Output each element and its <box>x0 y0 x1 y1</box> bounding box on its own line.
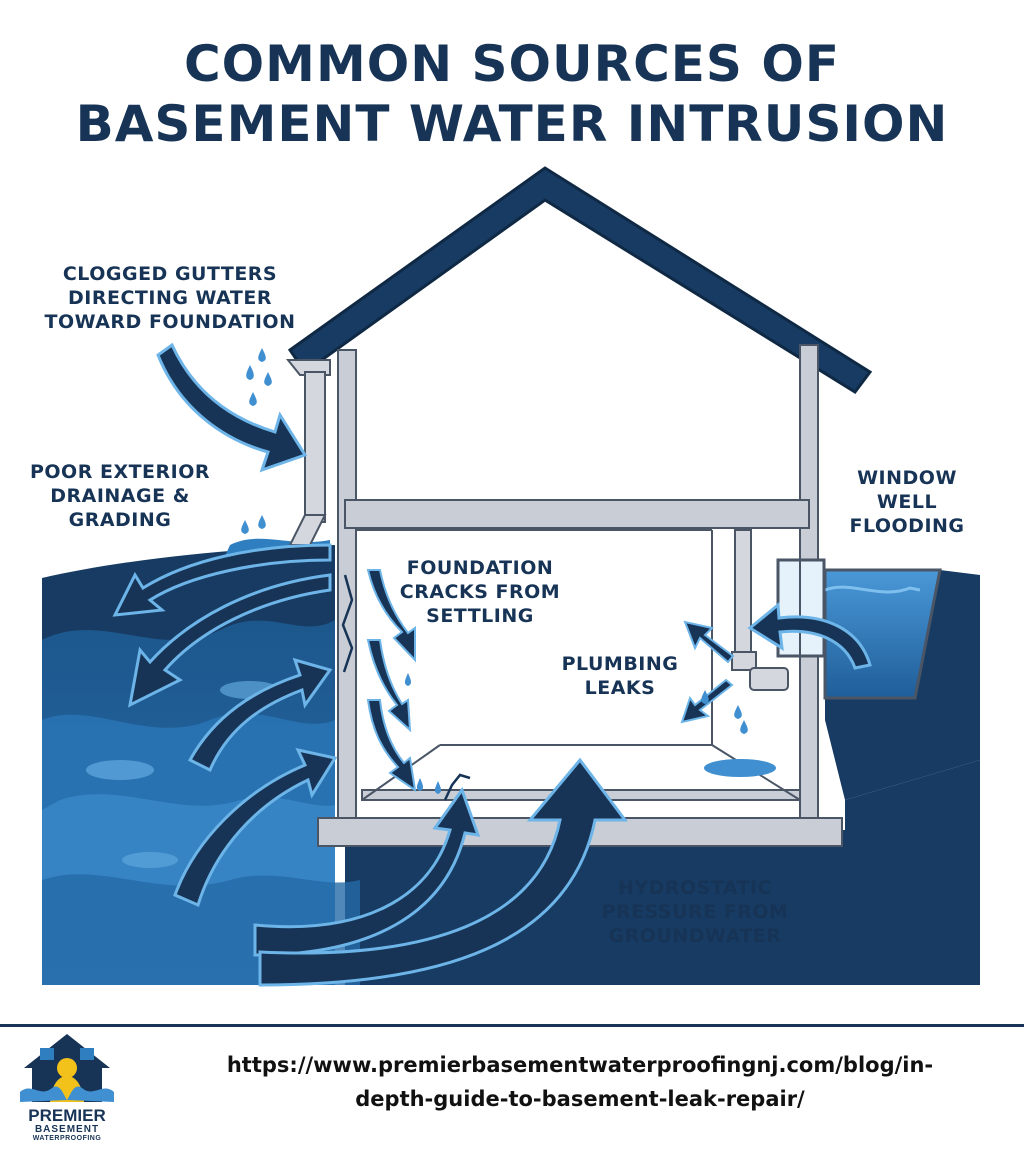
window-well <box>776 558 942 700</box>
source-url[interactable]: https://www.premierbasementwaterproofing… <box>150 1048 1010 1116</box>
label-hydro-line-2: PRESSURE FROM <box>601 901 789 923</box>
downspout <box>285 359 331 546</box>
logo-word-waterproofing: WATERPROOFING <box>32 1135 102 1142</box>
label-hydro-line-3: GROUNDWATER <box>608 925 782 947</box>
label-cracks-line-2: CRACKS FROM <box>399 581 561 603</box>
label-gutters-line-1: CLOGGED GUTTERS <box>62 263 278 285</box>
label-hydrostatic-pressure: HYDROSTATIC PRESSURE FROM GROUNDWATER <box>585 876 805 948</box>
crack-drip-arrows <box>366 569 417 793</box>
footer-divider <box>0 1024 1024 1027</box>
label-cracks-line-1: FOUNDATION <box>406 557 554 579</box>
logo-word-basement: BASEMENT <box>34 1124 100 1135</box>
source-url-line-2: depth-guide-to-basement-leak-repair/ <box>355 1087 805 1111</box>
label-foundation-cracks: FOUNDATION CRACKS FROM SETTLING <box>380 556 580 628</box>
water-drops <box>241 348 748 794</box>
label-window-line-1: WINDOW <box>857 467 957 489</box>
page-title: COMMON SOURCES OF BASEMENT WATER INTRUSI… <box>0 34 1024 154</box>
label-plumbing-leaks: PLUMBING LEAKS <box>540 652 700 700</box>
label-window-well: WINDOW WELL FLOODING <box>842 466 972 538</box>
label-clogged-gutters: CLOGGED GUTTERS DIRECTING WATER TOWARD F… <box>20 262 320 334</box>
label-gutters-line-2: DIRECTING WATER <box>68 287 272 309</box>
label-gutters-line-3: TOWARD FOUNDATION <box>44 311 296 333</box>
logo-word-premier: PREMIER <box>28 1106 106 1125</box>
label-cracks-line-3: SETTLING <box>426 605 534 627</box>
label-drainage-line-3: GRADING <box>68 509 172 531</box>
puddle <box>704 759 776 777</box>
label-plumbing-line-2: LEAKS <box>584 677 656 699</box>
title-line-1: COMMON SOURCES OF <box>183 35 840 93</box>
logo-emblem-icon <box>20 1034 114 1102</box>
label-window-line-2: WELL <box>876 491 938 513</box>
roof <box>287 166 873 394</box>
label-hydro-line-1: HYDROSTATIC <box>617 877 773 899</box>
plumbing-pipe <box>731 529 789 691</box>
label-drainage-line-1: POOR EXTERIOR <box>29 461 211 483</box>
title-line-2: BASEMENT WATER INTRUSION <box>75 95 949 153</box>
label-drainage-line-2: DRAINAGE & <box>50 485 190 507</box>
label-window-line-3: FLOODING <box>849 515 965 537</box>
label-plumbing-line-1: PLUMBING <box>561 653 679 675</box>
house-diagram <box>42 166 980 987</box>
label-poor-drainage: POOR EXTERIOR DRAINAGE & GRADING <box>20 460 220 532</box>
source-url-line-1: https://www.premierbasementwaterproofing… <box>226 1053 934 1077</box>
flow-arrows <box>112 342 872 987</box>
company-logo: PREMIER BASEMENT WATERPROOFING <box>12 1030 122 1145</box>
